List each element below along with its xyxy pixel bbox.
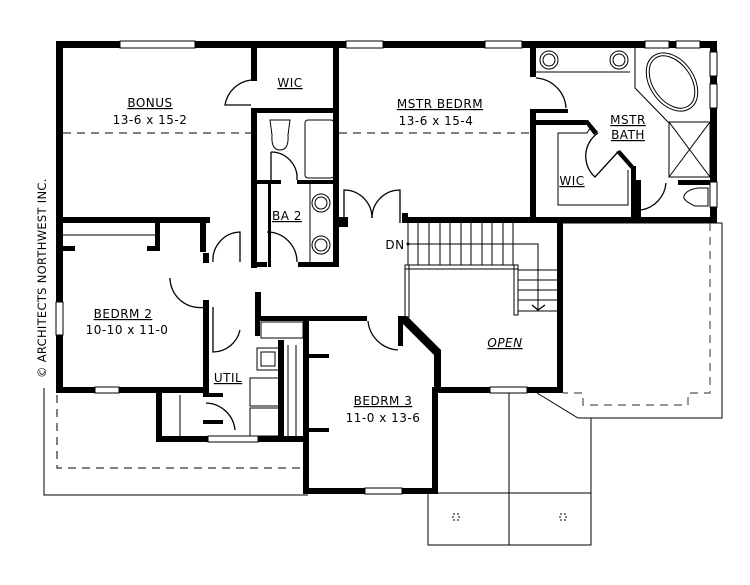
windows: [55, 40, 718, 495]
room-label-mstr-bath-1: MSTR: [610, 113, 646, 127]
fixtures: [63, 48, 711, 437]
stair-label-dn: DN: [385, 238, 404, 252]
room-label-util: UTIL: [214, 371, 242, 385]
room-label-ba2: BA 2: [272, 209, 302, 223]
room-label-mstr-bath-2: BATH: [611, 128, 645, 142]
room-label-wic-mstr: WIC: [559, 174, 584, 188]
room-dims-bedrm3: 11-0 x 13-6: [346, 411, 421, 425]
room-dims-mstr-bedrm: 13-6 x 15-4: [399, 114, 474, 128]
doors: [169, 77, 667, 431]
room-label-bedrm3: BEDRM 3: [354, 394, 413, 408]
room-label-open: OPEN: [487, 336, 522, 350]
staircase: [404, 223, 557, 318]
room-label-wic-bonus: WIC: [277, 76, 302, 90]
room-label-bonus: BONUS: [127, 96, 172, 110]
copyright-text: © ARCHITECTS NORTHWEST INC.: [35, 178, 49, 378]
room-label-mstr-bedrm: MSTR BEDRM: [397, 97, 483, 111]
room-label-bedrm2: BEDRM 2: [94, 307, 153, 321]
room-dims-bonus: 13-6 x 15-2: [113, 113, 188, 127]
walls: [56, 41, 717, 494]
room-dims-bedrm2: 10-10 x 11-0: [86, 323, 169, 337]
roof-outline: [43, 222, 723, 546]
room-labels: BONUS 13-6 x 15-2 WIC MSTR BEDRM 13-6 x …: [86, 76, 646, 425]
